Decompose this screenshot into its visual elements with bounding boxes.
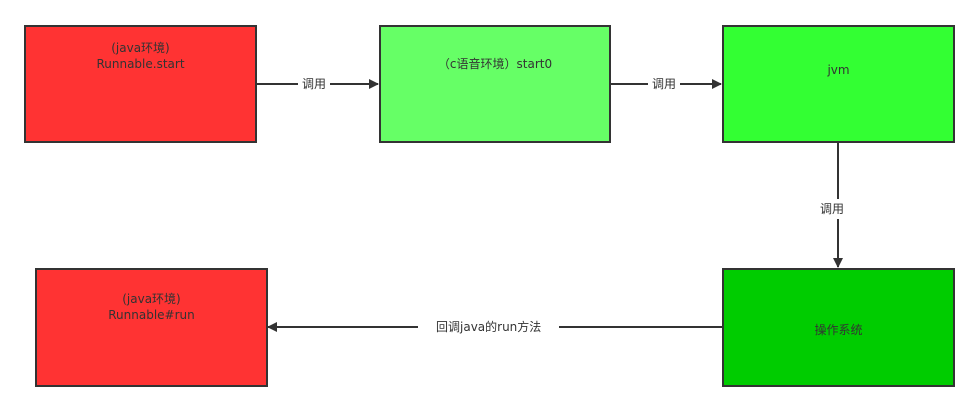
node-java-start[interactable]: (java环境) Runnable.start — [24, 25, 257, 143]
edge-label-call-3: 调用 — [820, 199, 845, 219]
node-c-start0-label: （c语音环境）start0 — [437, 57, 553, 71]
edge-label-call-1: 调用 — [298, 76, 331, 92]
node-os[interactable]: 操作系统 — [722, 268, 955, 387]
node-java-start-line2: Runnable.start — [96, 57, 185, 71]
node-c-start0[interactable]: （c语音环境）start0 — [379, 25, 611, 143]
edge-label-callback: 回调java的run方法 — [418, 319, 560, 335]
node-java-run-line2: Runnable#run — [108, 308, 195, 322]
node-jvm-label: jvm — [827, 63, 850, 77]
node-os-label: 操作系统 — [814, 323, 863, 337]
node-java-run[interactable]: (java环境) Runnable#run — [35, 268, 268, 387]
node-java-start-line1: (java环境) — [111, 41, 170, 55]
node-jvm[interactable]: jvm — [722, 25, 955, 143]
node-java-run-line1: (java环境) — [122, 292, 181, 306]
edge-label-call-2: 调用 — [648, 76, 681, 92]
